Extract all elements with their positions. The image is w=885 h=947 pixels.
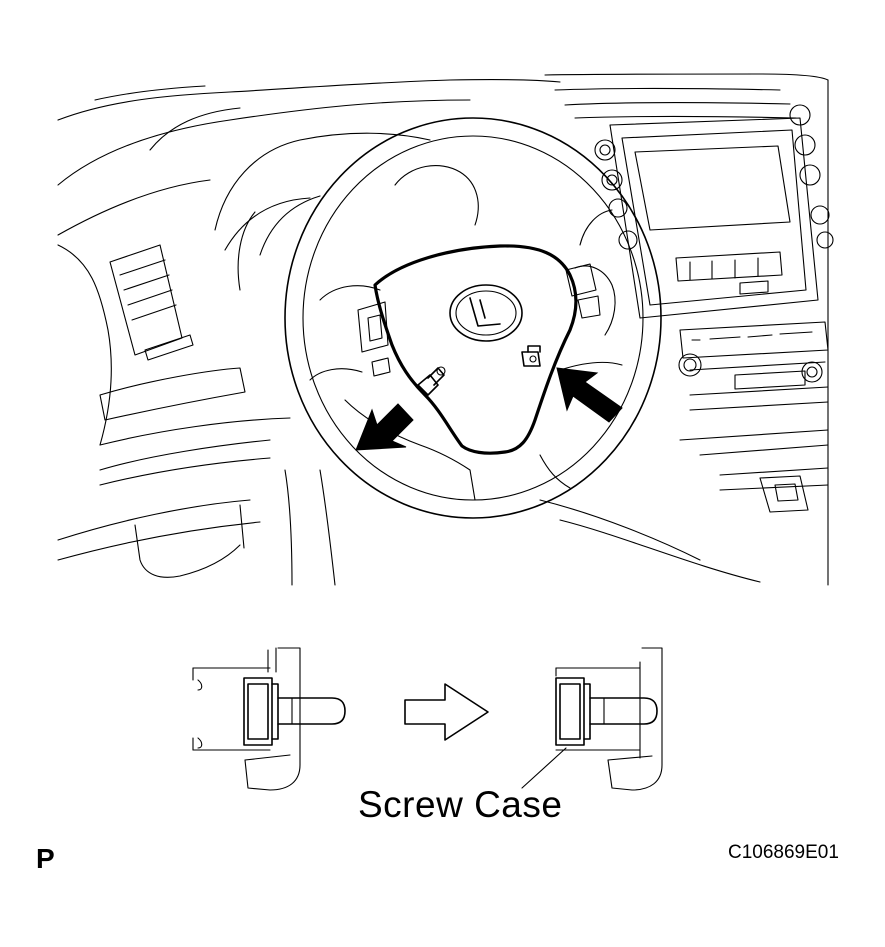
screw-case-before [192, 647, 346, 791]
figure-code: C106869E01 [728, 842, 839, 863]
lexus-emblem-icon [449, 284, 523, 342]
screw-case-label: Screw Case [358, 784, 563, 825]
airbag-module [373, 244, 578, 455]
view-letter: P [36, 843, 55, 874]
left-air-vent [109, 244, 194, 361]
black-arrow-icon [355, 403, 414, 451]
center-console [544, 73, 834, 586]
bolt-right [521, 345, 541, 367]
screw-case-after [521, 647, 663, 791]
steering-wheel [284, 117, 662, 519]
dashboard-outline [57, 79, 761, 586]
bolt-left [417, 366, 446, 396]
black-arrow-icon [556, 367, 623, 423]
outline-arrow-icon [404, 683, 489, 741]
